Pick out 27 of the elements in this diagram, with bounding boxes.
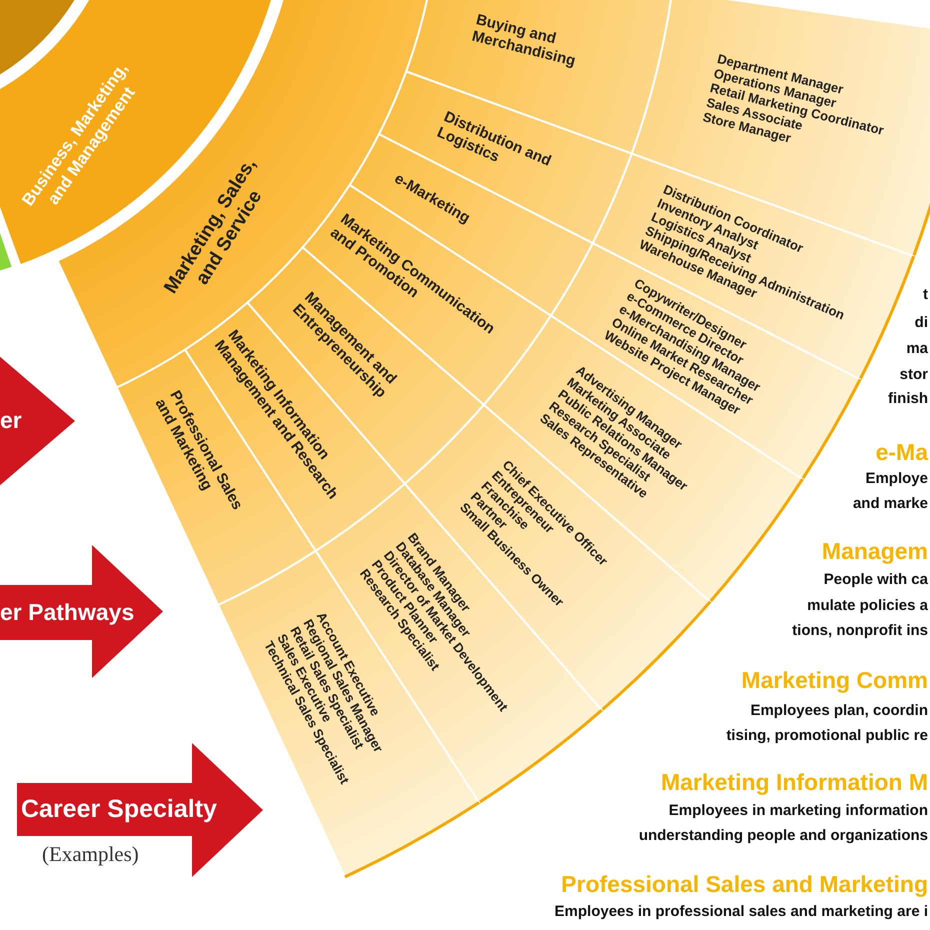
section-heading: Marketing Information M: [660, 770, 928, 796]
arrow-label: er: [0, 408, 22, 432]
section-heading: Managem: [822, 539, 928, 565]
description-text: People with ca: [824, 572, 928, 588]
description-text: understanding people and organizations: [638, 828, 928, 844]
description-text: finish: [888, 390, 928, 408]
section-heading: e-Ma: [876, 440, 928, 466]
description-text: Employees in professional sales and marketing are i: [554, 904, 928, 920]
description-text: and marke: [852, 496, 928, 512]
description-text: stor: [900, 366, 928, 384]
description-text: tising, promotional public re: [726, 728, 928, 744]
description-text: di: [914, 314, 928, 332]
description-text: Employees plan, coordin: [750, 702, 928, 720]
description-text: mulate policies a: [807, 598, 928, 614]
arrow-shape: [0, 355, 75, 487]
node-label: (Examples): [42, 844, 139, 865]
arrow-label: Career Specialty: [21, 797, 217, 822]
arrow-shape: [17, 743, 263, 877]
description-text: ma: [906, 340, 928, 358]
arrow-label: er Pathways: [0, 601, 134, 624]
section-heading: Marketing Comm: [741, 668, 928, 694]
description-text: t: [923, 286, 928, 304]
section-heading: Professional Sales and Marketing: [561, 872, 928, 898]
description-text: tions, nonprofit ins: [792, 622, 928, 640]
description-text: Employe: [865, 470, 928, 488]
arrow-shape: [0, 545, 163, 678]
description-text: Employees in marketing information: [668, 802, 928, 820]
